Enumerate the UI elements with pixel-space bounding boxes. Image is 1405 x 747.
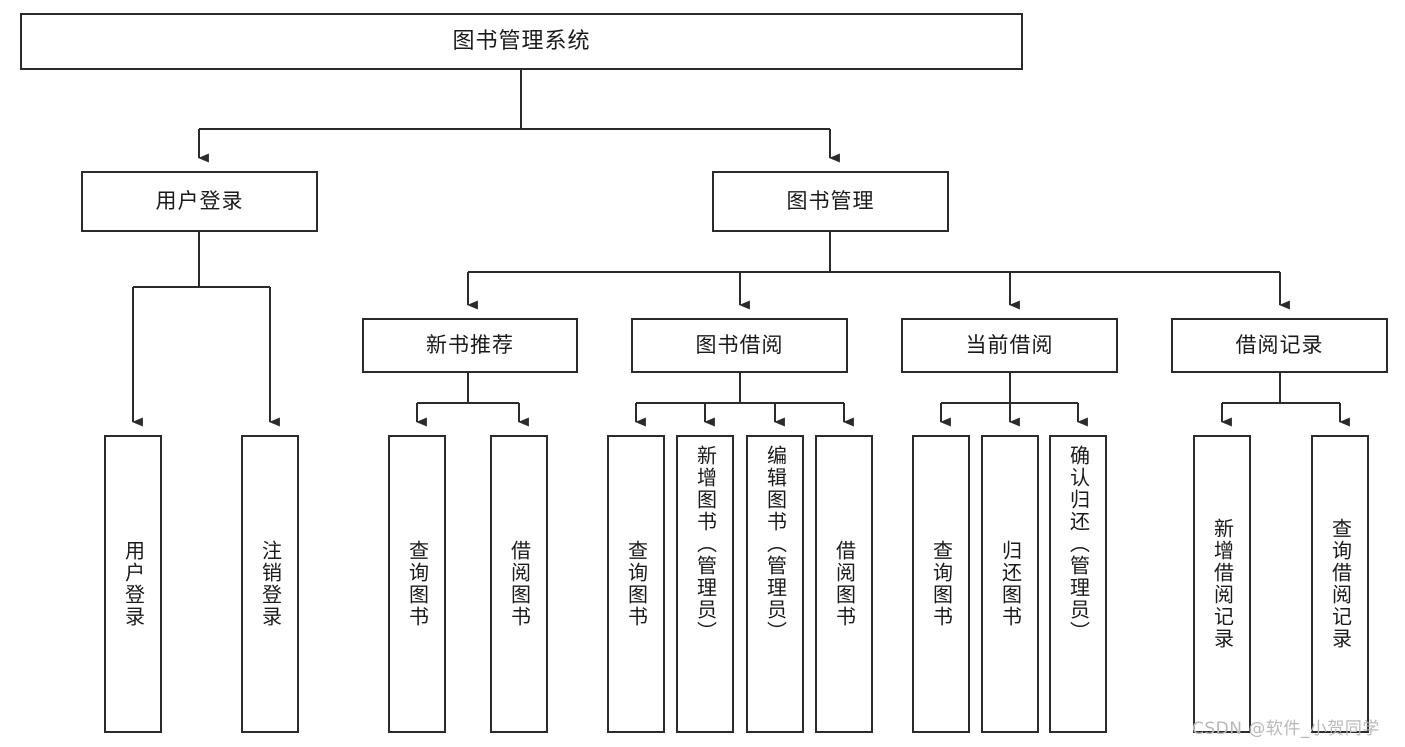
node-root-label: 图书管理系统 <box>452 28 591 54</box>
node-borrow-record[interactable]: 借阅记录 <box>1171 318 1388 373</box>
leaf-borrow-book-2[interactable]: 借阅图书 <box>815 435 873 733</box>
csdn-watermark: CSDN @软件_小贺同学 <box>1192 719 1380 739</box>
node-new-book-recommend[interactable]: 新书推荐 <box>362 318 578 373</box>
node-user-login-label: 用户登录 <box>155 189 244 214</box>
node-root[interactable]: 图书管理系统 <box>20 13 1023 70</box>
leaf-add-book[interactable]: 新增图书（管理员） <box>676 435 734 733</box>
node-book-manage-label: 图书管理 <box>786 189 875 214</box>
node-new-book-recommend-label: 新书推荐 <box>426 333 514 358</box>
leaf-add-book-label: 新增图书（管理员） <box>693 445 718 643</box>
leaf-add-record-label: 新增借阅记录 <box>1210 518 1235 650</box>
leaf-confirm-return[interactable]: 确认归还（管理员） <box>1049 435 1107 733</box>
leaf-user-logout[interactable]: 注销登录 <box>241 435 299 733</box>
leaf-user-logout-label: 注销登录 <box>258 540 283 628</box>
leaf-confirm-return-label: 确认归还（管理员） <box>1066 445 1091 643</box>
leaf-query-book-2[interactable]: 查询图书 <box>607 435 665 733</box>
node-current-borrow[interactable]: 当前借阅 <box>901 318 1118 373</box>
leaf-borrow-book-1-label: 借阅图书 <box>507 540 532 628</box>
leaf-add-record[interactable]: 新增借阅记录 <box>1193 435 1251 733</box>
node-user-login[interactable]: 用户登录 <box>81 171 318 232</box>
leaf-query-book-1-label: 查询图书 <box>405 540 430 628</box>
leaf-edit-book-label: 编辑图书（管理员） <box>763 445 788 643</box>
leaf-query-record-label: 查询借阅记录 <box>1328 518 1353 650</box>
leaf-user-login[interactable]: 用户登录 <box>104 435 162 733</box>
leaf-query-book-1[interactable]: 查询图书 <box>388 435 446 733</box>
leaf-borrow-book-1[interactable]: 借阅图书 <box>490 435 548 733</box>
leaf-return-book-label: 归还图书 <box>998 540 1023 628</box>
node-book-borrow-label: 图书借阅 <box>695 333 784 358</box>
leaf-borrow-book-2-label: 借阅图书 <box>832 540 857 628</box>
leaf-query-record[interactable]: 查询借阅记录 <box>1311 435 1369 733</box>
leaf-query-book-3-label: 查询图书 <box>929 540 954 628</box>
node-borrow-record-label: 借阅记录 <box>1235 333 1324 358</box>
node-book-borrow[interactable]: 图书借阅 <box>631 318 848 373</box>
node-current-borrow-label: 当前借阅 <box>965 333 1054 358</box>
leaf-edit-book[interactable]: 编辑图书（管理员） <box>746 435 804 733</box>
node-book-manage[interactable]: 图书管理 <box>712 171 949 232</box>
leaf-query-book-2-label: 查询图书 <box>624 540 649 628</box>
leaf-user-login-label: 用户登录 <box>121 540 146 628</box>
leaf-query-book-3[interactable]: 查询图书 <box>912 435 970 733</box>
leaf-return-book[interactable]: 归还图书 <box>981 435 1039 733</box>
